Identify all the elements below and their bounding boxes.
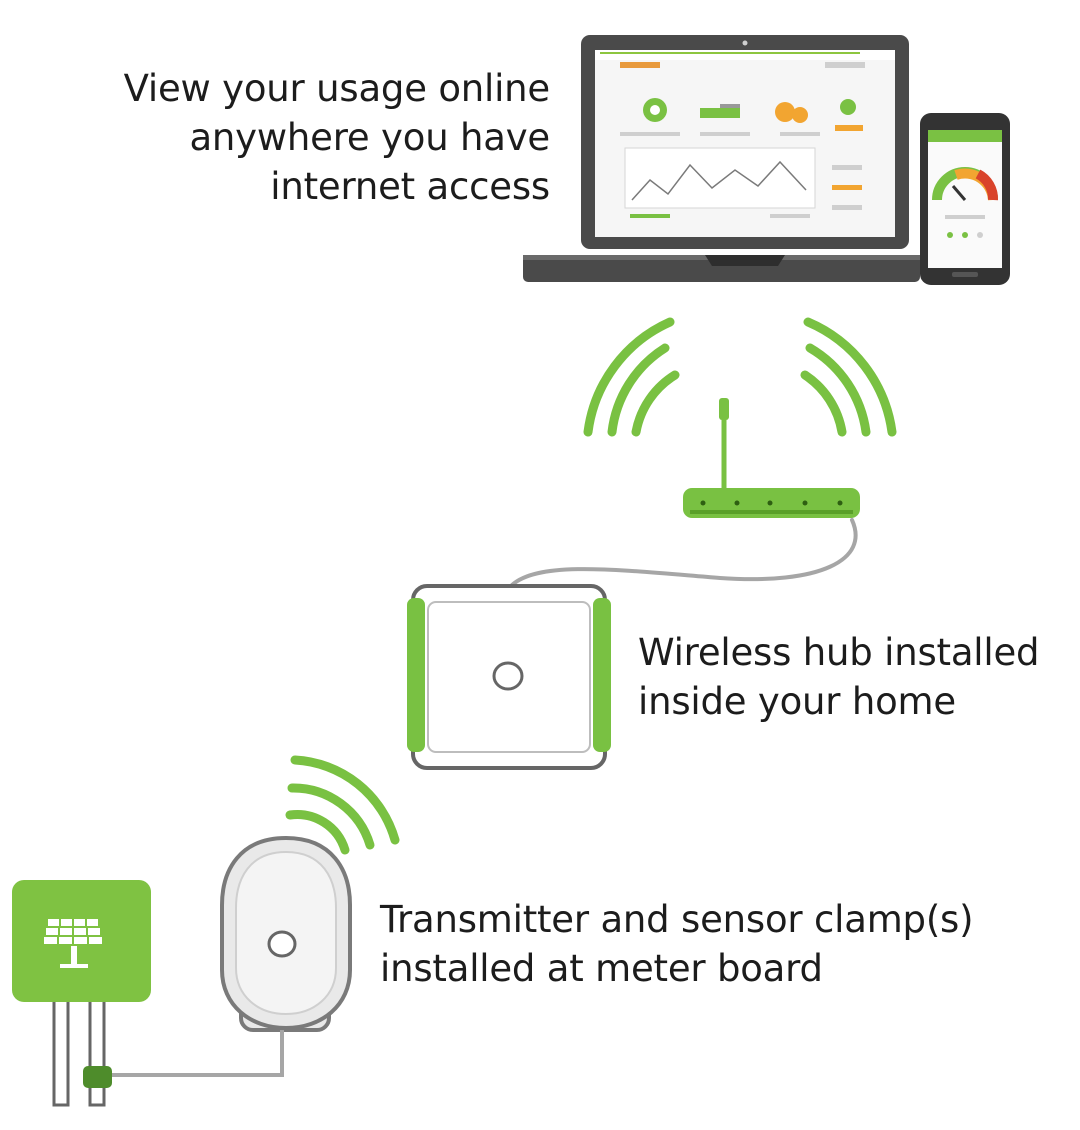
caption-view-usage-online: View your usage online anywhere you have… <box>123 64 551 211</box>
caption-line: Wireless hub installed <box>638 631 1040 674</box>
wifi-router-icon <box>683 398 860 518</box>
caption-line: internet access <box>270 165 550 208</box>
wifi-signal-icon <box>583 317 897 437</box>
caption-line: installed at meter board <box>380 947 823 990</box>
transmitter-icon <box>220 835 352 1032</box>
transmitter-signal-icon <box>285 755 400 855</box>
caption-wireless-hub: Wireless hub installed inside your home <box>638 628 1040 726</box>
smartphone-icon <box>920 113 1010 285</box>
wireless-hub-icon <box>407 584 611 770</box>
caption-line: anywhere you have <box>189 116 550 159</box>
solar-panel-icon <box>12 880 151 1107</box>
laptop-icon <box>523 35 920 282</box>
caption-line: View your usage online <box>123 67 551 110</box>
caption-line: inside your home <box>638 680 956 723</box>
router-cable <box>510 518 858 587</box>
caption-transmitter: Transmitter and sensor clamp(s) installe… <box>380 895 974 993</box>
sensor-cable <box>110 1030 284 1077</box>
caption-line: Transmitter and sensor clamp(s) <box>380 898 974 941</box>
